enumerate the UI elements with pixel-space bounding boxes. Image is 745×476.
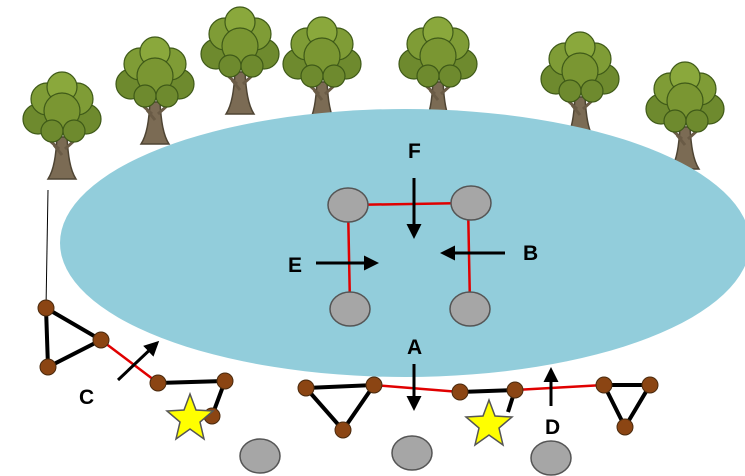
label-f: F (408, 140, 421, 163)
label-b: B (523, 242, 538, 265)
triangle-center (304, 382, 378, 434)
rope-nodes (37, 299, 659, 439)
tree-tether (45, 189, 49, 309)
stone-icon (530, 440, 572, 476)
lake (60, 109, 745, 377)
label-a: A (407, 336, 422, 359)
star-icon (166, 393, 214, 440)
tree-icon (281, 15, 363, 126)
label-c: C (79, 386, 94, 409)
tree-icon (21, 70, 103, 181)
star-icon (465, 399, 513, 446)
label-e: E (288, 254, 302, 277)
stone-icon (239, 438, 281, 474)
stone-icon (327, 187, 369, 223)
arrow-icon (116, 340, 160, 382)
tree-icon (397, 15, 479, 126)
stone-icon (391, 435, 433, 471)
stone-icon (449, 291, 491, 327)
tree-icon (199, 5, 281, 116)
stone-icon (329, 291, 371, 327)
triangle-left (44, 306, 106, 371)
stone-icon (450, 185, 492, 221)
tree-icon (114, 35, 196, 146)
label-d: D (545, 416, 560, 439)
triangle-right (602, 383, 654, 432)
